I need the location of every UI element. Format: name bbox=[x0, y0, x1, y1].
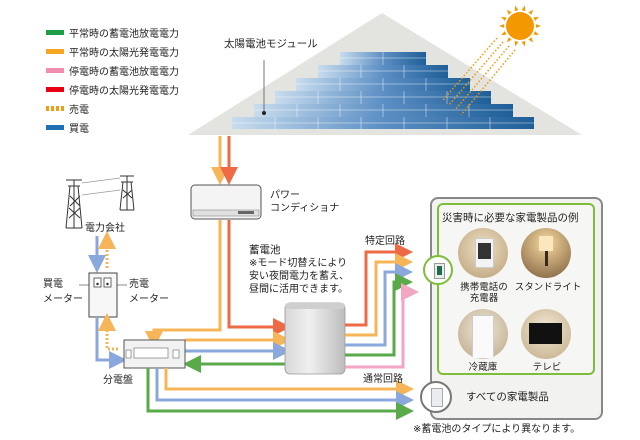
sun-icon bbox=[499, 5, 541, 47]
legend-swatch bbox=[46, 106, 64, 111]
phone-charger-image bbox=[458, 228, 508, 278]
legend-swatch bbox=[46, 68, 64, 73]
legend-label: 売電 bbox=[69, 105, 89, 116]
legend: 平常時の蓄電池放電電力 平常時の太陽光発電電力 停電時の蓄電池放電電力 停電時の… bbox=[46, 23, 179, 137]
flow-solar-to-board bbox=[145, 220, 222, 349]
legend-label: 停電時の太陽光発電電力 bbox=[69, 86, 179, 97]
sun-ray bbox=[501, 16, 507, 21]
phone-charger-label: 携帯電話の充電器 bbox=[450, 282, 518, 304]
normal-circuit-blue bbox=[155, 368, 414, 409]
battery-title: 蓄電池 bbox=[249, 244, 281, 256]
legend-item: 買電 bbox=[46, 118, 179, 137]
normal-circuit-label: 通常回路 bbox=[363, 374, 403, 385]
flow-meter-to-board-buy bbox=[95, 317, 127, 369]
specific-circuit-label: 特定回路 bbox=[365, 236, 405, 247]
legend-label: 平常時の蓄電池放電電力 bbox=[69, 29, 179, 40]
phone-charger-label-1: 携帯電話の bbox=[460, 282, 508, 293]
legend-label: 停電時の蓄電池放電電力 bbox=[69, 67, 179, 78]
sell-meter-label-1: 売電 bbox=[129, 279, 149, 290]
sun-ray bbox=[514, 5, 519, 11]
power-conditioner-icon bbox=[190, 184, 262, 220]
all-appliances-label: すべての家電製品 bbox=[466, 391, 549, 403]
normal-circuit-green bbox=[146, 368, 414, 420]
specific-circuit-orange bbox=[345, 253, 413, 337]
sun-ray bbox=[501, 31, 507, 36]
legend-swatch bbox=[46, 125, 64, 130]
battery-icon bbox=[284, 302, 346, 375]
television-image bbox=[521, 309, 571, 359]
specific-circuit-green bbox=[345, 273, 413, 357]
sun-ray bbox=[528, 9, 534, 15]
power-conditioner-label-1: パワー bbox=[270, 190, 300, 201]
sun-ray bbox=[514, 41, 519, 47]
refrigerator-label: 冷蔵庫 bbox=[468, 362, 498, 373]
power-pylon-icon bbox=[65, 175, 135, 229]
buy-meter-label-1: 買電 bbox=[43, 279, 63, 290]
normal-circuit-orange bbox=[164, 368, 414, 398]
specific-outlet-icon bbox=[423, 255, 453, 285]
buy-meter-label-2: メーター bbox=[43, 294, 83, 305]
solar-module-pointer bbox=[262, 111, 266, 115]
legend-swatch bbox=[46, 49, 64, 54]
sun-rays bbox=[442, 37, 516, 116]
sun-ray bbox=[528, 37, 534, 43]
specific-circuit-pink bbox=[345, 283, 419, 369]
legend-item: 停電時の蓄電池放電電力 bbox=[46, 61, 179, 80]
sun-ray bbox=[533, 31, 539, 36]
refrigerator-image bbox=[458, 309, 508, 359]
power-company-label: 電力会社 bbox=[85, 223, 125, 234]
sun-ray bbox=[499, 24, 505, 28]
sun-ray bbox=[521, 5, 526, 11]
flow-board-to-meter-sell bbox=[98, 313, 118, 351]
sun-ray bbox=[506, 37, 512, 43]
normal-outlet-icon bbox=[420, 381, 452, 413]
legend-swatch bbox=[46, 30, 64, 35]
legend-label: 買電 bbox=[69, 124, 89, 135]
solar-module-label: 太陽電池モジュール bbox=[224, 38, 318, 50]
battery-note-2: 安い夜間電力を蓄え、 bbox=[249, 271, 349, 282]
stand-light-image bbox=[521, 228, 571, 278]
sun-ray bbox=[533, 16, 539, 21]
flow-solar-to-battery-outage bbox=[227, 220, 291, 336]
footnote: ※蓄電池のタイプにより異なります。 bbox=[413, 424, 581, 435]
legend-item: 平常時の太陽光発電電力 bbox=[46, 42, 179, 61]
battery-note-3: 昼間に活用できます。 bbox=[249, 284, 348, 295]
sun-ray bbox=[506, 9, 512, 15]
legend-item: 停電時の太陽光発電電力 bbox=[46, 80, 179, 99]
specific-circuit-red bbox=[345, 243, 413, 327]
stand-light-label: スタンドライト bbox=[514, 282, 582, 293]
sun-ray bbox=[535, 24, 541, 28]
distribution-board-icon bbox=[123, 339, 186, 369]
legend-label: 平常時の太陽光発電電力 bbox=[69, 48, 179, 59]
solar-module bbox=[232, 52, 534, 129]
legend-item: 平常時の蓄電池放電電力 bbox=[46, 23, 179, 42]
television-label: テレビ bbox=[532, 362, 562, 373]
legend-item: 売電 bbox=[46, 99, 179, 118]
emergency-appliance-title: 災害時に必要な家電製品の例 bbox=[442, 212, 579, 224]
meter-box-icon bbox=[79, 272, 127, 318]
power-conditioner-label-2: コンディショナ bbox=[270, 203, 340, 214]
sun-ray bbox=[521, 41, 526, 47]
legend-swatch bbox=[46, 87, 64, 92]
phone-charger-label-2: 充電器 bbox=[469, 293, 499, 304]
sell-meter-label-2: メーター bbox=[129, 294, 169, 305]
distribution-board-label: 分電盤 bbox=[103, 375, 133, 386]
specific-circuit-blue bbox=[345, 263, 413, 347]
battery-note-1: ※モード切替えにより bbox=[249, 258, 348, 269]
